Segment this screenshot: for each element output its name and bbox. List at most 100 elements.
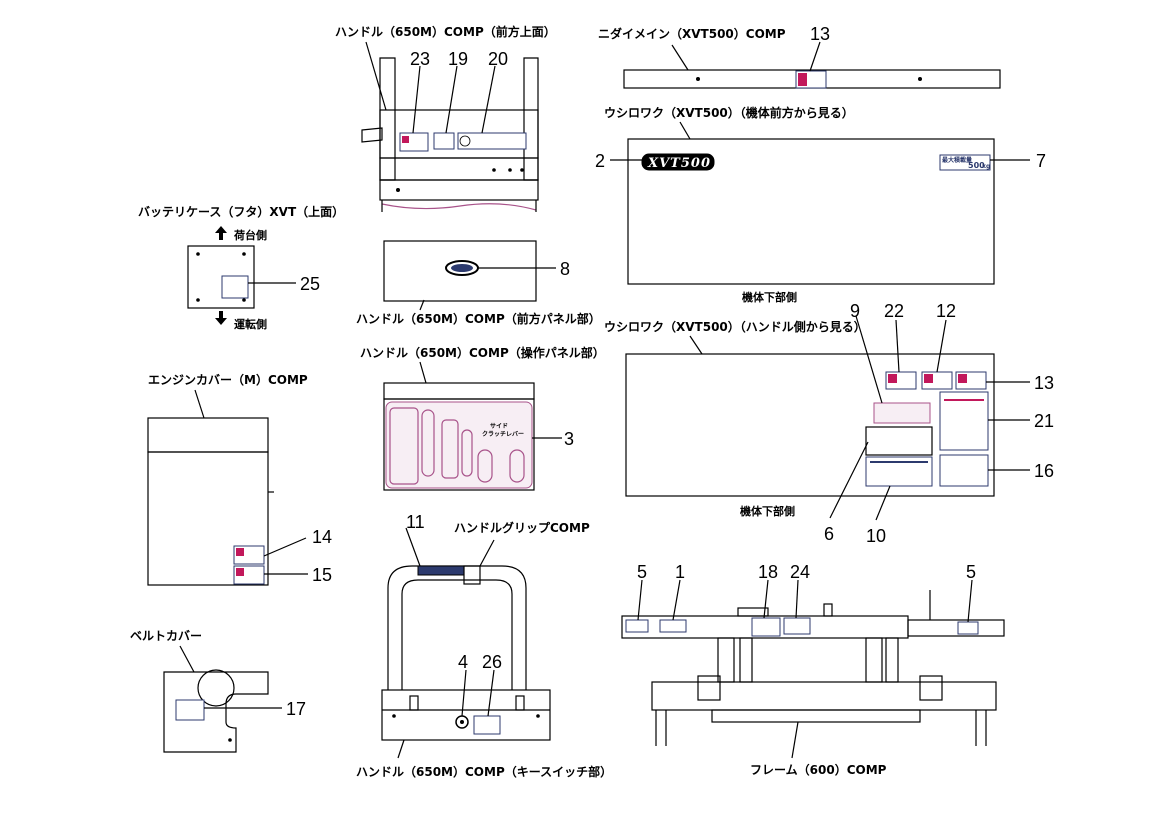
decal-22-icon (888, 374, 897, 383)
caption-battery: バッテリケース（フタ）XVT（上面） (138, 204, 344, 219)
label-drive-dir: 運転側 (234, 317, 267, 331)
leader-10 (875, 485, 891, 521)
key-switch-center (460, 720, 464, 724)
decal-7-value: 500 (968, 161, 985, 170)
number-8: 8 (560, 259, 570, 279)
decal-16 (939, 454, 989, 487)
key-panel-bolt-r (536, 714, 540, 718)
number-5-right: 5 (966, 562, 976, 582)
leader-23 (412, 65, 421, 134)
leader-18 (763, 579, 769, 619)
decal-13-top-icon (798, 73, 807, 86)
caption-frame: フレーム（600）COMP (750, 762, 887, 777)
battery-bolt-4 (242, 298, 246, 302)
frame-leg-4 (885, 637, 899, 683)
caption-rear-front: ウシロワク（XVT500）（機体前方から見る） (604, 105, 854, 120)
leader-front-panel (419, 299, 425, 311)
key-panel-bolt-l (392, 714, 396, 718)
decal-3-lever-slot-l (477, 449, 493, 483)
number-10: 10 (866, 526, 886, 546)
leader-op-panel (419, 361, 427, 384)
frame-post (823, 603, 833, 617)
decal-6 (865, 426, 933, 456)
leader-5-left (637, 579, 643, 621)
frame-view: 5 1 18 24 5 フレーム（600）COMP (621, 562, 1005, 777)
decal-3-slot-2 (461, 429, 473, 477)
frame-leg-3 (865, 637, 883, 683)
handle-op-panel-view: ハンドル（650M）COMP（操作パネル部） サイド クラッチレバー 3 (360, 345, 605, 491)
number-16: 16 (1034, 461, 1054, 481)
battery-bolt-1 (196, 252, 200, 256)
decal-20-hand-icon (459, 135, 471, 147)
decal-26 (473, 715, 501, 735)
leader-grip (479, 539, 495, 567)
leader-engine-cover (194, 389, 205, 419)
handle-grip-view: 11 ハンドルグリップCOMP 4 26 ハンドル（650M）COMP（キースイ… (356, 512, 612, 779)
battery-case-view: バッテリケース（フタ）XVT（上面） 荷台側 25 運転側 (138, 204, 344, 331)
caption-belt-cover: ベルトカバー (130, 629, 202, 643)
caption-carrier-main: ニダイメイン（XVT500）COMP (598, 26, 786, 41)
engine-cover-body (147, 451, 269, 586)
number-21: 21 (1034, 411, 1054, 431)
frame-bracket-r (919, 675, 943, 701)
grip-inner (401, 579, 513, 690)
decal-2 (641, 153, 715, 171)
number-22: 22 (884, 301, 904, 321)
caption-handle-op-panel: ハンドル（650M）COMP（操作パネル部） (360, 345, 605, 360)
leader-carrier-main (671, 44, 689, 71)
number-18: 18 (758, 562, 778, 582)
number-11: 11 (406, 512, 425, 532)
handle-top-body (379, 179, 539, 201)
decal-7 (939, 154, 991, 171)
number-13-side: 13 (1034, 373, 1054, 393)
carrier-main-hole-l (696, 77, 700, 81)
handle-top-bolt-4 (520, 168, 524, 172)
decal-3-side-text-2: クラッチレバー (482, 430, 524, 438)
decal-25 (221, 275, 249, 299)
number-14: 14 (312, 527, 332, 547)
number-3: 3 (564, 429, 574, 449)
handle-top-view: ハンドル（650M）COMP（前方上面） 23 19 20 (335, 24, 556, 212)
number-2: 2 (595, 151, 605, 171)
leader-9 (855, 315, 883, 404)
key-switch-tab-1 (409, 695, 419, 711)
caption-grip: ハンドルグリップCOMP (454, 520, 590, 535)
number-12: 12 (936, 301, 956, 321)
caption-rear-handle: ウシロワク（XVT500）（ハンドル側から見る） (604, 319, 866, 334)
number-23: 23 (410, 49, 430, 69)
number-9: 9 (850, 301, 860, 321)
engine-cover-view: エンジンカバー（M）COMP 14 15 (147, 372, 332, 586)
key-switch-tab-2 (515, 695, 525, 711)
battery-bolt-2 (242, 252, 246, 256)
rear-frame-front-panel (627, 138, 995, 285)
leader-22 (895, 319, 900, 373)
decal-7-unit: kg (982, 163, 990, 170)
decal-8-emblem (451, 264, 473, 272)
label-front-dir: 荷台側 (233, 228, 267, 242)
number-1: 1 (675, 562, 685, 582)
caption-handle-front-panel: ハンドル（650M）COMP（前方パネル部） (356, 311, 601, 326)
leader-26 (487, 669, 495, 717)
leader-5-right (967, 579, 973, 623)
caption-handle-top: ハンドル（650M）COMP（前方上面） (335, 24, 556, 39)
handle-front-panel (383, 240, 537, 302)
number-6: 6 (824, 524, 834, 544)
decal-3-slot-1 (421, 409, 435, 477)
leader-24 (795, 579, 799, 619)
number-20: 20 (488, 49, 508, 69)
decal-21 (939, 391, 989, 451)
frame-foot-l (655, 710, 667, 746)
decal-17 (175, 699, 205, 721)
battery-bolt-3 (196, 298, 200, 302)
leader-19 (445, 65, 458, 134)
decal-1 (659, 619, 687, 633)
decal-18 (751, 617, 781, 637)
rear-frame-handle-panel (625, 353, 995, 497)
caption-bottom-b: 機体下部側 (740, 504, 795, 518)
decal-19 (433, 132, 455, 150)
leader-frame (791, 721, 799, 759)
decal-7-label: 最大積載量 (942, 156, 972, 164)
caption-key-switch: ハンドル（650M）COMP（キースイッチ部） (356, 764, 612, 779)
handle-top-cut (381, 203, 537, 211)
